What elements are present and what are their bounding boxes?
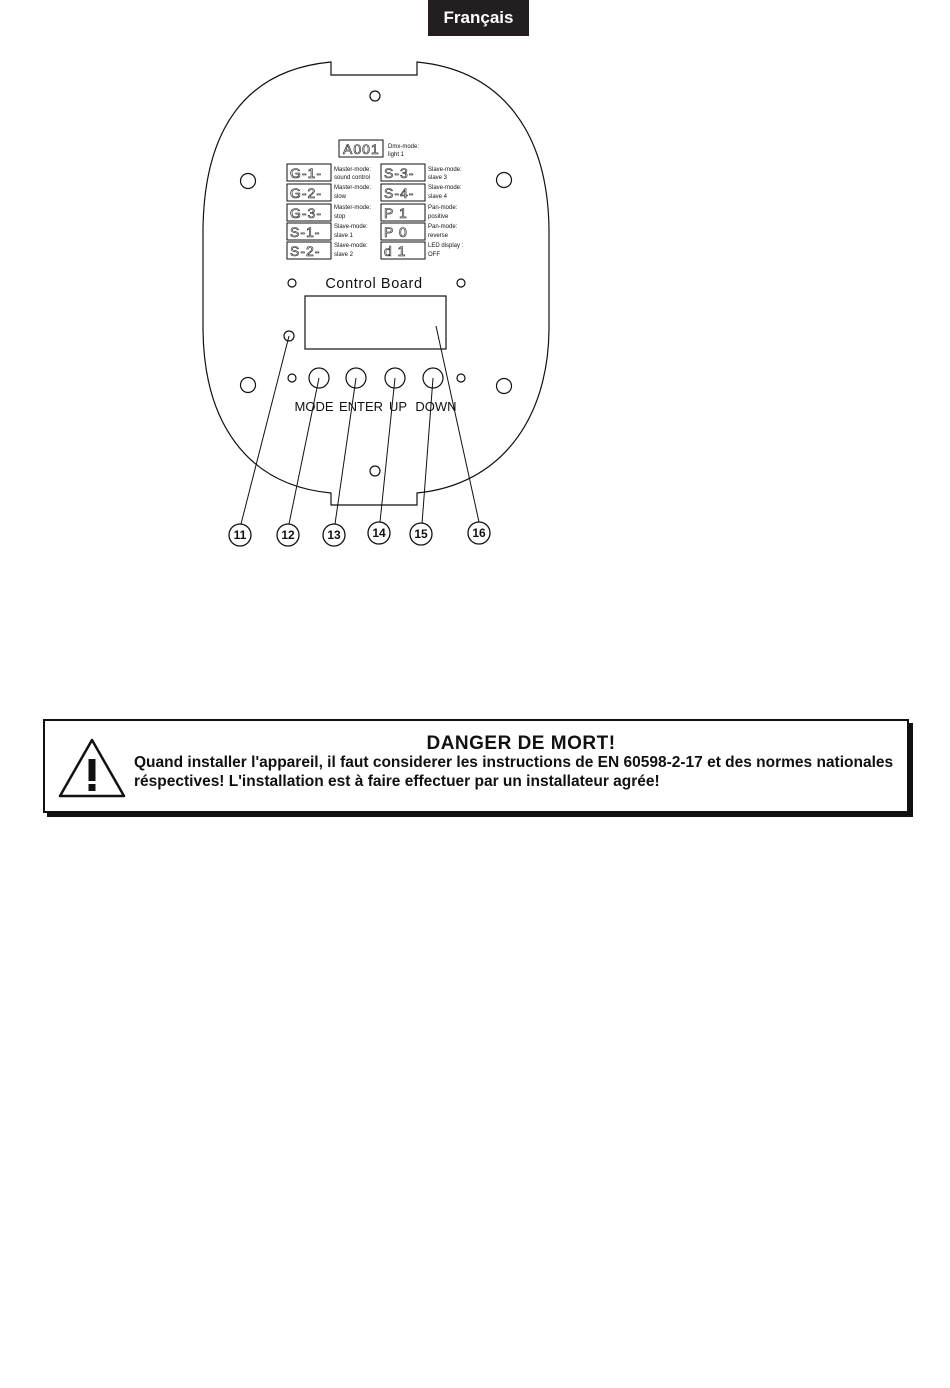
screw-hole-1	[287, 278, 297, 288]
left-display-label: Master-mode:	[334, 167, 371, 173]
warning-triangle-icon	[58, 738, 126, 798]
enter-button	[345, 367, 367, 389]
callout-number: 11	[234, 528, 247, 542]
danger-warning-box: DANGER DE MORT! Quand installer l'appare…	[43, 719, 909, 813]
left-display-sublabel: slow	[334, 194, 347, 200]
left-display-code: G-3-	[290, 205, 322, 221]
left-display-label: Master-mode:	[334, 205, 371, 211]
screw-hole-3	[287, 373, 297, 383]
right-display-label: Pan-mode:	[428, 224, 458, 230]
lcd-window	[304, 295, 447, 350]
left-display-label: Slave-mode:	[334, 224, 368, 230]
callout-number: 12	[281, 528, 295, 542]
mount-hole-right-bottom	[495, 377, 513, 395]
mount-hole-left-top	[239, 172, 257, 190]
board-title: Control Board	[325, 276, 422, 292]
right-display-code: S-4-	[384, 185, 414, 201]
mount-hole-bottom	[369, 465, 381, 477]
left-display-code: S-1-	[290, 224, 320, 240]
right-display-label: Slave-mode:	[428, 167, 462, 173]
right-display-code: d 1	[384, 243, 406, 259]
right-display-code: S-3-	[384, 165, 414, 181]
dmx-display-label-2: light 1	[388, 152, 405, 158]
enter-button-label: ENTER	[339, 399, 383, 414]
right-display-code: P 1	[384, 205, 408, 221]
mode-button-label: MODE	[295, 399, 334, 414]
left-display-label: Master-mode:	[334, 185, 371, 191]
left-display-list: G-1- Master-mode: sound control G-2- Mas…	[286, 163, 371, 260]
right-display-sublabel: reverse	[428, 233, 449, 239]
left-display-label: Slave-mode:	[334, 243, 368, 249]
dmx-display	[338, 139, 384, 158]
right-display-list: S-3- Slave-mode: slave 3 S-4- Slave-mode…	[380, 163, 464, 260]
callout-number: 15	[414, 527, 428, 541]
mount-hole-left-bottom	[239, 376, 257, 394]
left-display-code: G-2-	[290, 185, 322, 201]
left-display-code: S-2-	[290, 243, 320, 259]
right-display-label: Slave-mode:	[428, 185, 462, 191]
right-display-sublabel: OFF	[428, 252, 440, 258]
right-display-sublabel: slave 4	[428, 194, 448, 200]
left-display-sublabel: stop	[334, 214, 346, 220]
language-tab: Français	[428, 0, 529, 36]
callout-number: 14	[372, 526, 386, 540]
down-button	[422, 367, 444, 389]
up-button-label: UP	[389, 399, 407, 414]
right-display-sublabel: positive	[428, 214, 449, 220]
callout-list: 11 12 13 14 15 16	[228, 521, 491, 547]
right-display-code: P 0	[384, 224, 408, 240]
mode-button	[308, 367, 330, 389]
dmx-display-code: A001	[343, 141, 380, 157]
warning-title: DANGER DE MORT!	[426, 733, 616, 754]
callout-lines	[240, 325, 480, 525]
callout-number: 16	[472, 526, 486, 540]
screw-hole-2	[456, 278, 466, 288]
left-display-code: G-1-	[290, 165, 322, 181]
warning-text: Quand installer l'appareil, il faut cons…	[134, 754, 894, 790]
callout-number: 13	[327, 528, 341, 542]
control-board-diagram: A001 Dmx-mode: light 1 G-1- Master-mode:…	[202, 61, 550, 547]
right-display-label: Pan-mode:	[428, 205, 458, 211]
right-display-sublabel: slave 3	[428, 175, 448, 181]
dmx-display-label-1: Dmx-mode:	[388, 144, 419, 150]
left-display-sublabel: sound control	[334, 175, 370, 181]
left-display-sublabel: slave 1	[334, 233, 354, 239]
mount-hole-top	[369, 90, 381, 102]
board-outline	[202, 61, 550, 506]
left-display-sublabel: slave 2	[334, 252, 354, 258]
right-display-label: LED display :	[428, 243, 464, 249]
indicator-led	[283, 330, 295, 342]
screw-hole-4	[456, 373, 466, 383]
up-button	[384, 367, 406, 389]
mount-hole-right-top	[495, 171, 513, 189]
down-button-label: DOWN	[415, 399, 456, 414]
